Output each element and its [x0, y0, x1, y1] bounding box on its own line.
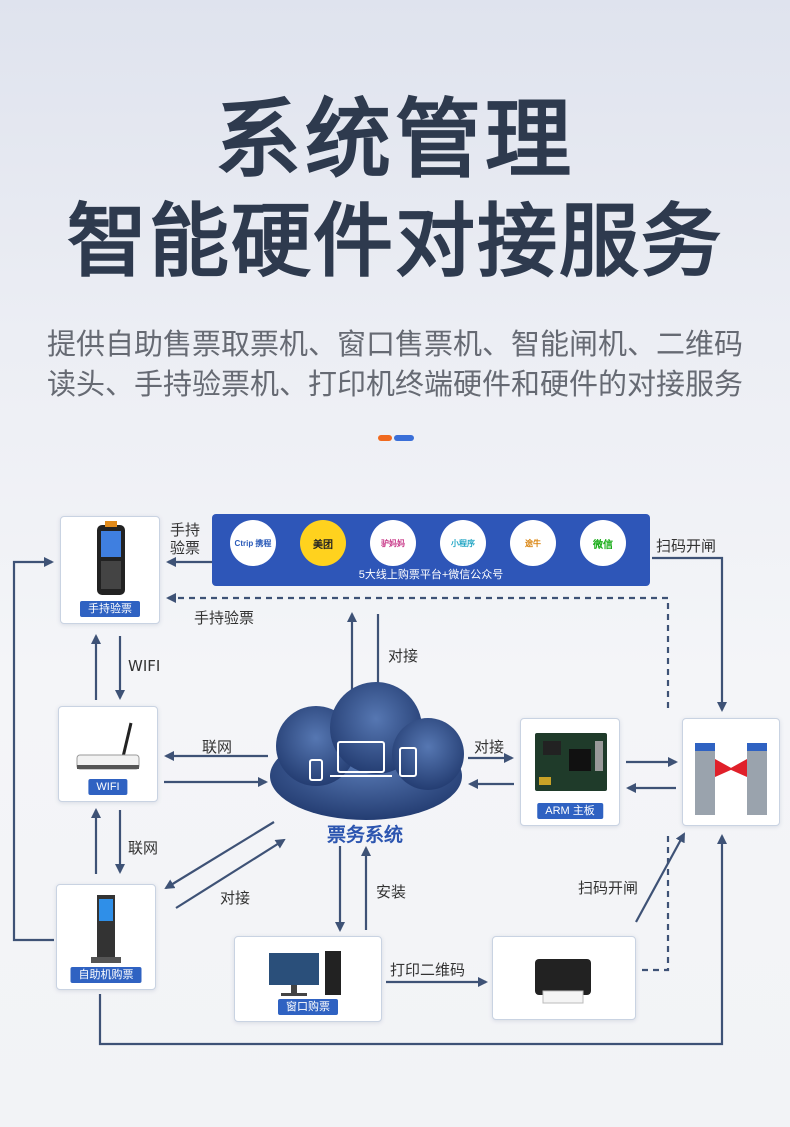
handheld-device-icon — [97, 521, 125, 595]
ctrip-logo: Ctrip 携程 — [230, 520, 276, 566]
wifi-label: WIFI — [88, 779, 128, 795]
label-connect-arm: 对接 — [474, 738, 505, 756]
wifi-node: WIFI — [58, 706, 158, 802]
printer-icon — [535, 959, 591, 1004]
subtitle-line2: 读头、手持验票机、打印机终端硬件和硬件的对接服务 — [46, 367, 743, 401]
label-install: 安装 — [376, 883, 407, 901]
label-connect-kiosk: 对接 — [220, 889, 251, 907]
label-connect-top: 对接 — [388, 647, 419, 665]
lvmama-logo: 驴妈妈 — [370, 520, 416, 566]
kiosk-node: 自助机购票 — [56, 884, 156, 990]
label-scan-open-gate-top: 扫码开闸 — [656, 537, 717, 555]
ticket-system-label: 票务系统 — [326, 824, 403, 846]
meituan-logo: 美团 — [300, 520, 346, 566]
arm-node: ARM 主板 — [520, 718, 620, 826]
page-title-line2: 智能硬件对接服务 — [67, 195, 723, 288]
printer-node — [492, 936, 636, 1020]
kiosk-icon — [91, 895, 121, 963]
router-icon — [76, 722, 140, 770]
label-wifi-link: WIFI — [128, 657, 161, 675]
ticket-platform-banner: Ctrip 携程 美团 驴妈妈 小程序 途牛 微信 5大线上购票平台+微信公众号 — [212, 514, 650, 586]
turnstile-gate-node — [682, 718, 780, 826]
label-print-qr: 打印二维码 — [390, 961, 466, 979]
label-handheld-verify-line1: 手持 — [170, 521, 201, 539]
handheld-node: 手持验票 — [60, 516, 160, 624]
circuit-board-icon — [535, 733, 607, 791]
handheld-label: 手持验票 — [80, 601, 140, 617]
turnstile-gate-icon — [695, 743, 767, 815]
label-network-left: 联网 — [202, 738, 233, 756]
accent-dash-blue — [394, 435, 414, 441]
label-scan-open-gate-bottom: 扫码开闸 — [578, 879, 639, 897]
desktop-pc-icon — [269, 951, 341, 996]
miniprogram-logo: 小程序 — [440, 520, 486, 566]
page-title-line1: 系统管理 — [215, 90, 575, 190]
kiosk-label: 自助机购票 — [70, 967, 142, 983]
wechat-logo: 微信 — [580, 520, 626, 566]
label-handheld-verify-line2: 验票 — [170, 539, 201, 557]
platform-caption: 5大线上购票平台+微信公众号 — [358, 569, 504, 581]
arm-label: ARM 主板 — [537, 803, 603, 819]
window-sales-node: 窗口购票 — [234, 936, 382, 1022]
label-network-lower: 联网 — [128, 839, 159, 857]
accent-dash-orange — [378, 435, 392, 441]
label-handheld-verify-return: 手持验票 — [194, 609, 255, 627]
subtitle-line1: 提供自助售票取票机、窗口售票机、智能闸机、二维码 — [46, 327, 743, 361]
window-sales-label: 窗口购票 — [278, 999, 338, 1015]
tuniu-logo: 途牛 — [510, 520, 556, 566]
